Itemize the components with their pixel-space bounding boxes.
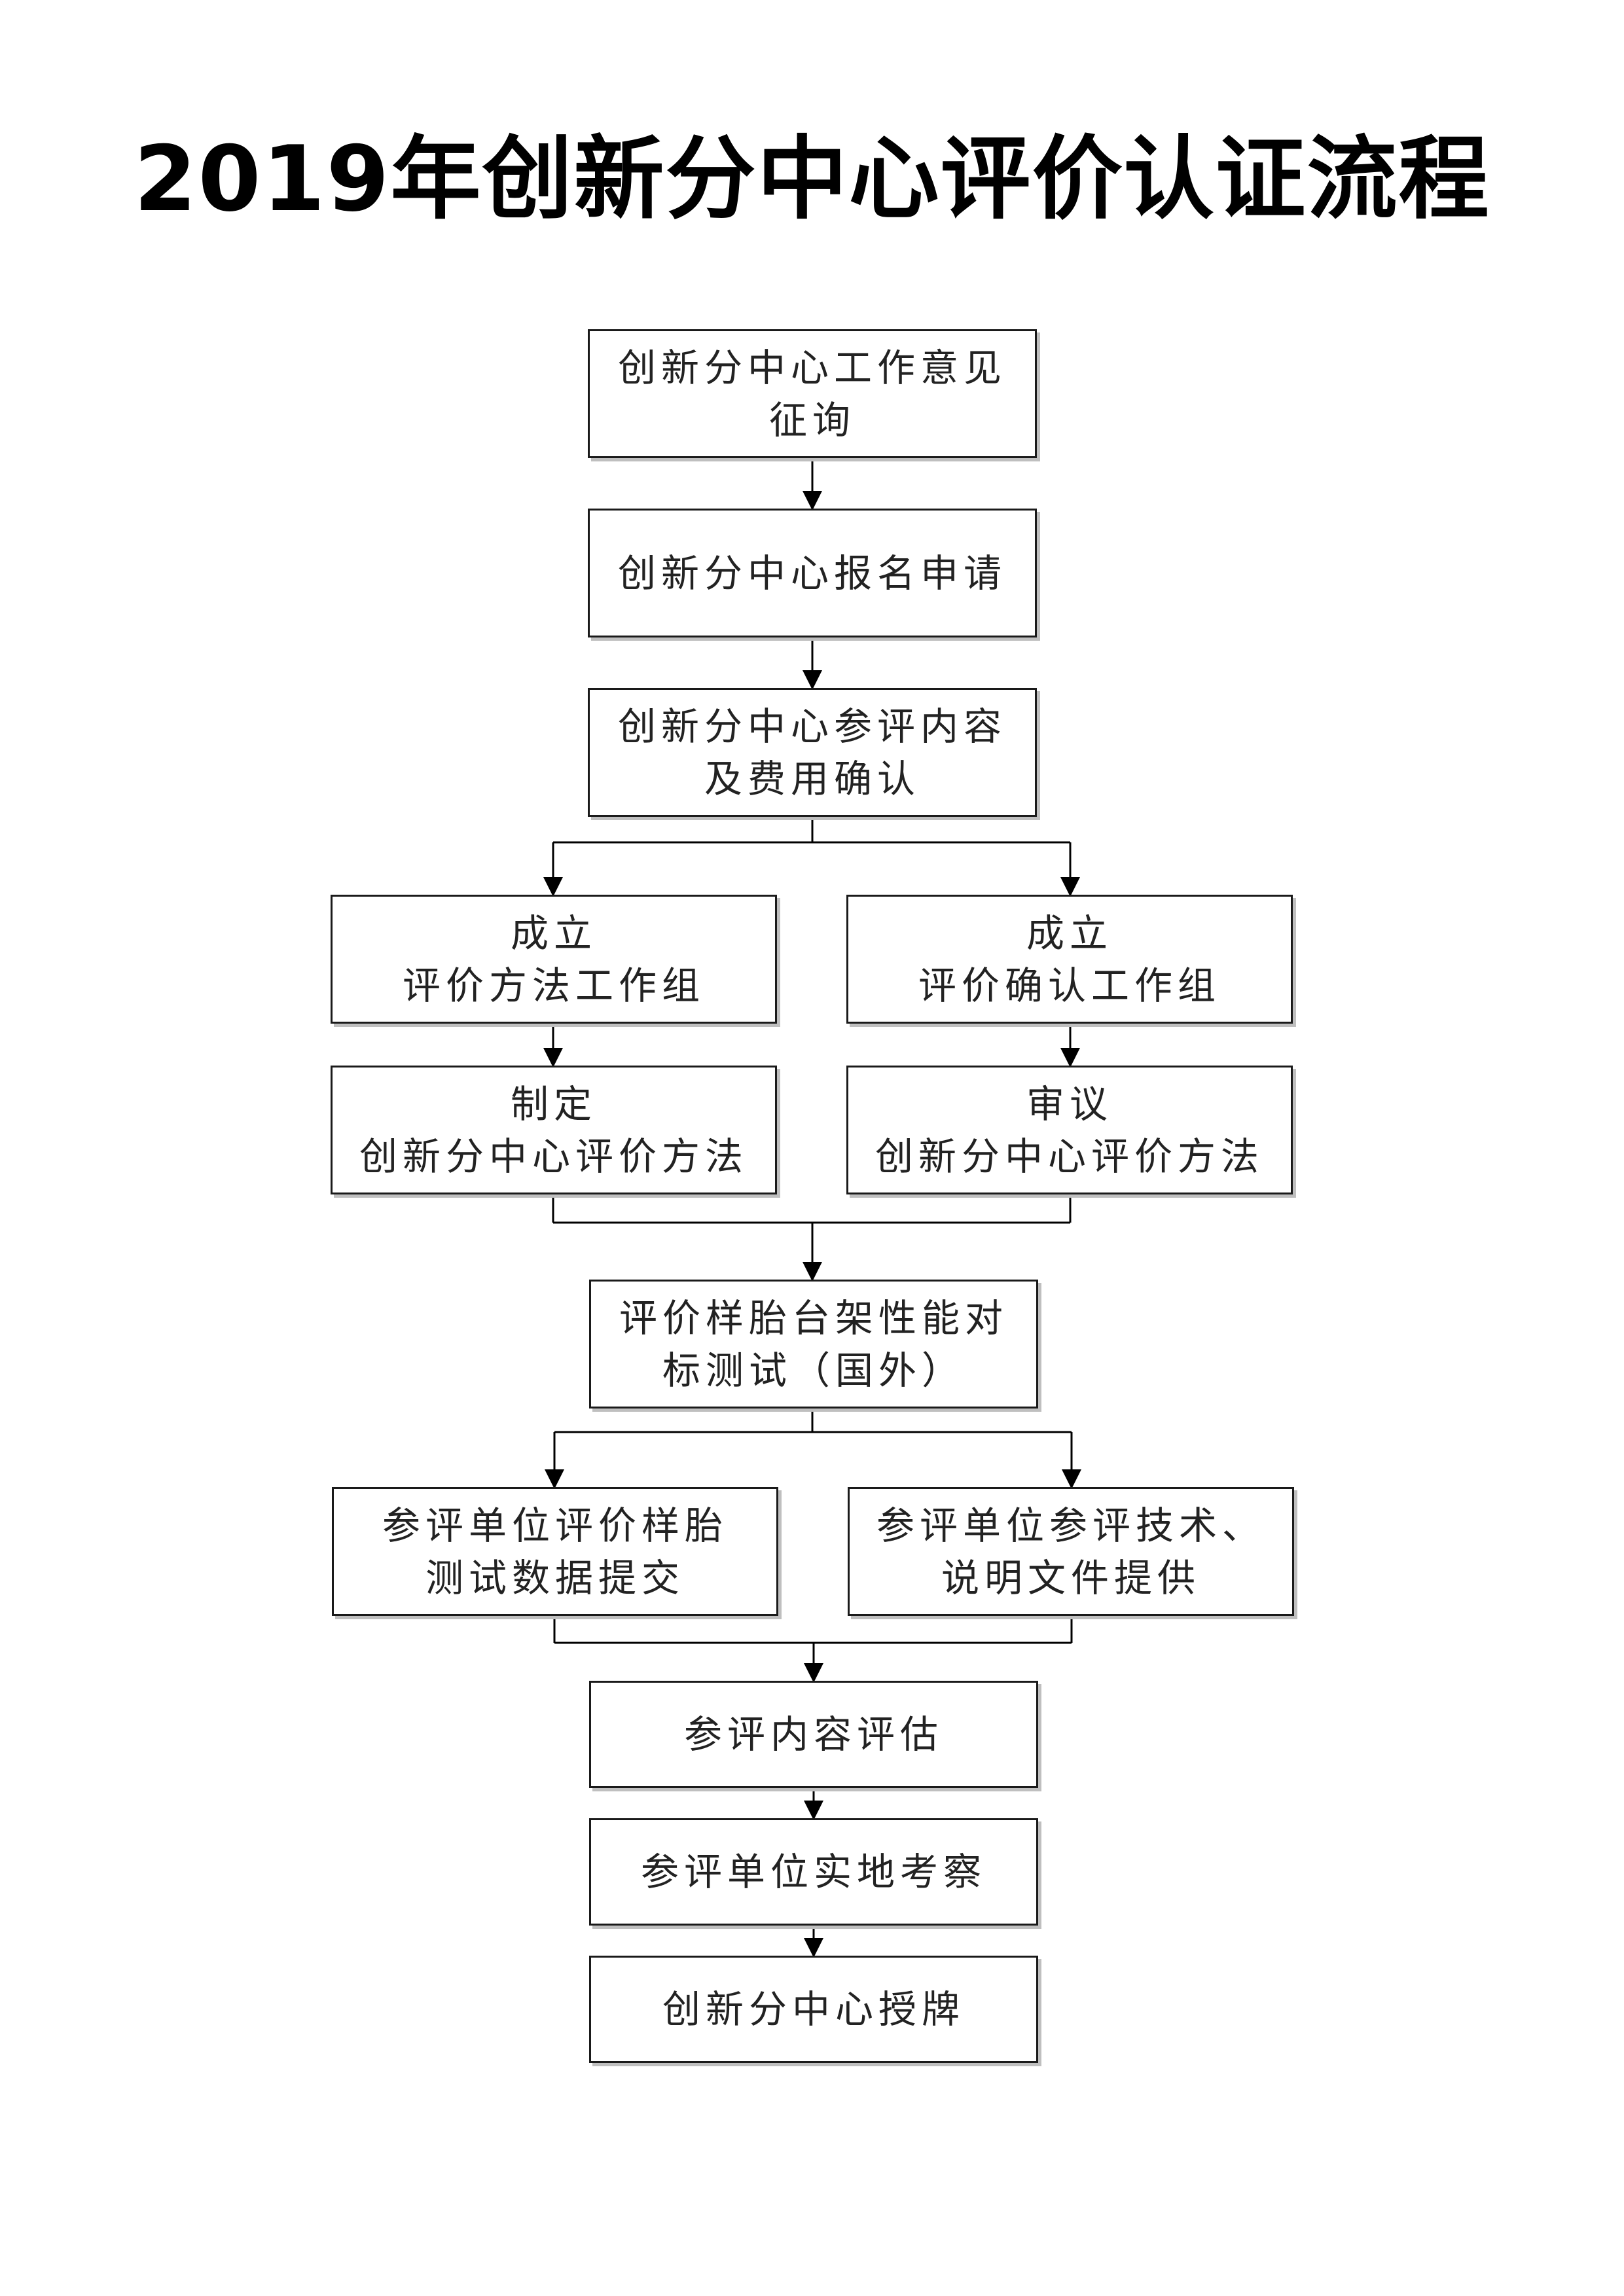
node-line: 说明文件提供 <box>941 1555 1200 1600</box>
node-line: 标测试（国外） <box>662 1348 965 1393</box>
node-line: 创新分中心参评内容 <box>617 704 1007 749</box>
page-title: 2019年创新分中心评价认证流程 <box>134 126 1490 232</box>
node-benchmark-test: 评价样胎台架性能对 标测试（国外） <box>589 1280 1038 1408</box>
node-site-inspection: 参评单位实地考察 <box>589 1818 1038 1926</box>
node-line: 审议 <box>1026 1081 1113 1126</box>
node-method-working-group: 成立 评价方法工作组 <box>331 895 777 1024</box>
node-content-assessment: 参评内容评估 <box>589 1681 1038 1788</box>
node-content-fee-confirmation: 创新分中心参评内容 及费用确认 <box>588 688 1037 817</box>
node-draft-method: 制定 创新分中心评价方法 <box>331 1066 777 1194</box>
node-line: 参评单位实地考察 <box>640 1850 986 1894</box>
node-registration: 创新分中心报名申请 <box>588 509 1037 637</box>
node-line: 成立 <box>510 910 597 956</box>
node-review-method: 审议 创新分中心评价方法 <box>846 1066 1293 1194</box>
node-line: 及费用确认 <box>704 756 920 801</box>
node-line: 评价确认工作组 <box>918 963 1221 1008</box>
node-line: 创新分中心评价方法 <box>359 1134 748 1179</box>
node-line: 参评内容评估 <box>683 1712 943 1757</box>
node-line: 创新分中心工作意见 <box>617 345 1007 390</box>
node-opinion-solicitation: 创新分中心工作意见 征询 <box>588 329 1037 458</box>
node-line: 创新分中心评价方法 <box>875 1134 1264 1179</box>
node-line: 创新分中心授牌 <box>662 1987 965 2032</box>
node-line: 评价样胎台架性能对 <box>619 1295 1008 1340</box>
node-line: 评价方法工作组 <box>402 963 705 1008</box>
node-confirmation-working-group: 成立 评价确认工作组 <box>846 895 1293 1024</box>
node-line: 征询 <box>768 397 856 442</box>
node-line: 测试数据提交 <box>425 1555 685 1600</box>
node-line: 制定 <box>510 1081 597 1126</box>
node-line: 创新分中心报名申请 <box>617 550 1007 596</box>
node-line: 参评单位参评技术、 <box>876 1503 1265 1548</box>
node-award-plaque: 创新分中心授牌 <box>589 1956 1038 2063</box>
node-technical-documents: 参评单位参评技术、 说明文件提供 <box>848 1487 1294 1616</box>
node-line: 参评单位评价样胎 <box>382 1503 728 1548</box>
node-test-data-submission: 参评单位评价样胎 测试数据提交 <box>332 1487 778 1616</box>
node-line: 成立 <box>1026 910 1113 956</box>
